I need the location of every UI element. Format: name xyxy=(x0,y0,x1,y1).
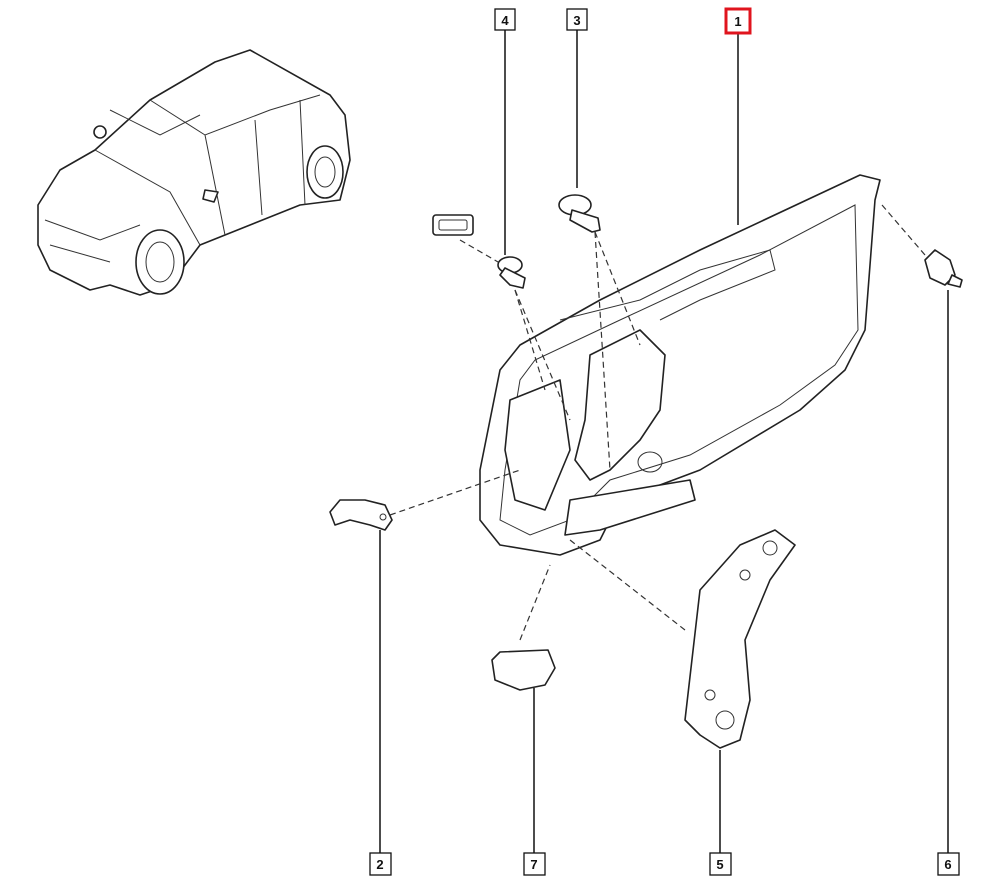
part-3-fastener xyxy=(558,194,601,233)
callout-label: 1 xyxy=(734,14,741,29)
callout-4[interactable]: 4 xyxy=(494,8,516,31)
part-1-door-panel xyxy=(479,174,881,556)
part-7-cover xyxy=(491,649,556,691)
callout-3[interactable]: 3 xyxy=(566,8,588,31)
callout-5[interactable]: 5 xyxy=(709,852,732,876)
callout-1[interactable]: 1 xyxy=(724,7,752,35)
assembly-lines xyxy=(389,204,926,641)
callout-label: 3 xyxy=(573,13,580,28)
callout-label: 4 xyxy=(501,13,509,28)
leader-lines xyxy=(379,30,949,853)
callout-7[interactable]: 7 xyxy=(523,852,546,876)
callout-label: 2 xyxy=(376,857,383,872)
callout-2[interactable]: 2 xyxy=(369,852,392,876)
callout-6[interactable]: 6 xyxy=(937,852,960,876)
part-5-bracket xyxy=(684,529,796,749)
car-illustration xyxy=(37,49,351,296)
callout-label: 7 xyxy=(530,857,537,872)
part-4-grommet xyxy=(432,214,526,289)
part-6-buffer xyxy=(924,249,963,288)
part-2-clip xyxy=(329,499,393,531)
callout-label: 6 xyxy=(944,857,951,872)
callout-label: 5 xyxy=(716,857,723,872)
